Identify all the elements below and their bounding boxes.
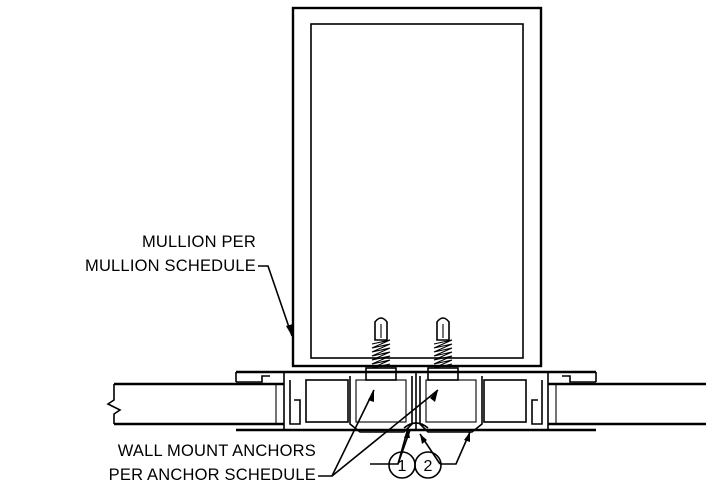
callout-1: 1 (388, 451, 416, 479)
label-anchors-line1: WALL MOUNT ANCHORS (118, 442, 316, 460)
mullion-profile (291, 6, 543, 368)
anchor-screw-left (365, 317, 397, 381)
leader-mullion (258, 265, 293, 337)
callout-1-number: 1 (398, 458, 407, 475)
label-mullion-line2: MULLION SCHEDULE (85, 257, 256, 275)
leader-callouts (370, 427, 471, 465)
label-anchors-line2: PER ANCHOR SCHEDULE (109, 466, 316, 484)
anchor-screw-right (427, 317, 459, 381)
frame-extrusion (235, 370, 597, 433)
callout-2-number: 2 (424, 458, 433, 475)
right-wall-panel (548, 382, 706, 426)
left-wall-panel (106, 382, 284, 426)
callout-2: 2 (414, 451, 442, 479)
leader-anchors (318, 389, 439, 477)
label-mullion-line1: MULLION PER (142, 233, 256, 251)
